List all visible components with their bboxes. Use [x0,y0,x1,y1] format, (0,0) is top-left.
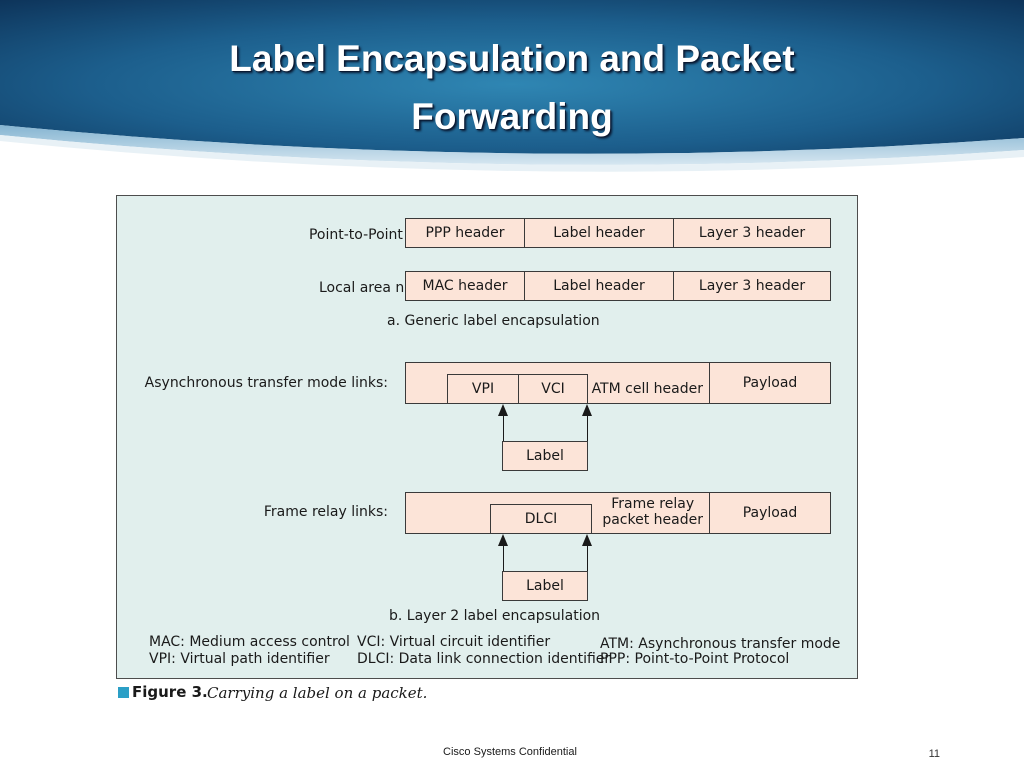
figure-caption-text: Carrying a label on a packet. [207,684,428,702]
ppp-layer3-header-cell: Layer 3 header [673,218,831,248]
legend-dlci: DLCI: Data link connection identifier [357,651,611,667]
frame-relay-payload-cell: Payload [709,492,831,534]
frame-relay-row-label: Frame relay links: [263,504,388,520]
slide-title-line-1: Label Encapsulation and Packet [229,38,795,79]
caption-b: b. Layer 2 label encapsulation [389,608,601,624]
ppp-header-cell: PPP header [405,218,525,248]
vpi-arrowhead-icon [498,404,508,416]
dlci-cell: DLCI [490,504,592,534]
vci-cell: VCI [518,374,588,404]
atm-payload-cell: Payload [709,362,831,404]
figure-caption-square-icon [118,687,129,698]
vpi-cell: VPI [447,374,519,404]
atm-row-label: Asynchronous transfer mode links: [144,375,388,391]
lan-label-header-cell: Label header [524,271,674,301]
lan-layer3-header-cell: Layer 3 header [673,271,831,301]
slide-title-line-2: Forwarding [411,96,613,137]
legend-mac: MAC: Medium access control [149,634,350,650]
legend-atm: ATM: Asynchronous transfer mode [600,636,841,652]
figure-panel: Point-to-Point Protocol links: PPP heade… [116,195,858,679]
frame-relay-header-line-2: packet header [602,512,703,528]
legend-vci: VCI: Virtual circuit identifier [357,634,551,650]
page-number: 11 [928,748,940,760]
ppp-label-header-cell: Label header [524,218,674,248]
frame-relay-header-line-1: Frame relay [611,496,695,512]
atm-connector-right [586,415,588,441]
fr-label-box: Label [502,571,588,601]
slide-title: Label Encapsulation and Packet Forwardin… [112,30,912,146]
mac-header-cell: MAC header [405,271,525,301]
legend-ppp: PPP: Point-to-Point Protocol [600,651,790,667]
atm-connector-left [502,415,504,441]
dlci-left-arrowhead-icon [498,534,508,546]
title-banner [0,0,1024,172]
figure-caption-prefix: Figure 3. [132,683,208,701]
legend-vpi: VPI: Virtual path identifier [149,651,330,667]
caption-a: a. Generic label encapsulation [387,313,600,329]
footer-confidential: Cisco Systems Confidential [443,746,577,758]
dlci-right-arrowhead-icon [582,534,592,546]
atm-label-box: Label [502,441,588,471]
fr-connector-left [502,545,504,571]
vci-arrowhead-icon [582,404,592,416]
fr-connector-right [586,545,588,571]
